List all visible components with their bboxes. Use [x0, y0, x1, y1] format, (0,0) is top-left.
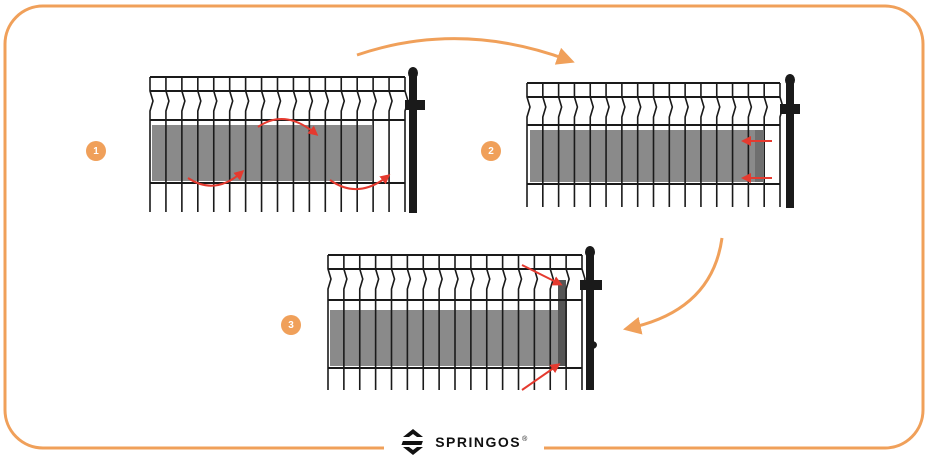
step-3-badge: 3	[281, 315, 301, 335]
fence-panel-1	[149, 67, 425, 213]
fence-post	[409, 70, 417, 213]
privacy-screen	[330, 310, 560, 366]
fence-panel-2	[526, 74, 800, 208]
fence-post	[786, 78, 794, 208]
step-1-badge: 1	[86, 141, 106, 161]
flow-arrow-1-to-2	[356, 37, 575, 65]
outer-frame	[3, 4, 925, 450]
step-2-badge: 2	[481, 141, 501, 161]
fence-post	[586, 250, 594, 390]
flow-arrow-2-to-3	[622, 237, 724, 335]
brand-name: SPRINGOS®	[435, 434, 529, 450]
fence-panel-3	[327, 246, 602, 391]
brand-logo: SPRINGOS®	[384, 422, 544, 462]
privacy-screen	[530, 130, 762, 182]
springos-logo-icon	[401, 429, 424, 455]
